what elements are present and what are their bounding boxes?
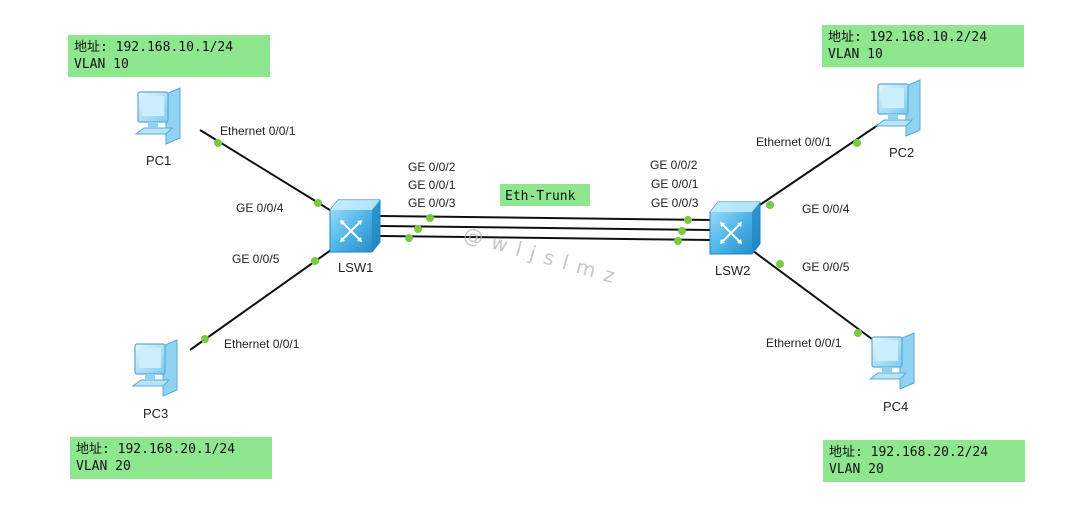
port-label-lsw2-ge1: GE 0/0/1 [651, 177, 699, 191]
vlan-text: VLAN 20 [76, 459, 131, 474]
port-label-lsw2-ge4: GE 0/0/4 [802, 202, 850, 216]
pc-icon[interactable] [875, 79, 921, 137]
pc3-label: PC3 [143, 406, 168, 421]
port-dot [311, 257, 319, 265]
port-dot [405, 234, 413, 242]
port-dot [854, 329, 862, 337]
port-dot [684, 216, 692, 224]
address-note-pc2: 地址: 192.168.10.2/24 VLAN 10 [822, 25, 1024, 67]
links [189, 124, 881, 351]
port-label-lsw1-ge4: GE 0/0/4 [236, 201, 284, 215]
port-dot [201, 335, 209, 343]
vlan-text: VLAN 10 [828, 47, 883, 62]
port-dot [766, 201, 774, 209]
address-text: 地址: 192.168.20.1/24 [76, 442, 236, 457]
switch-icon[interactable] [709, 201, 761, 255]
port-label-pc2-eth: Ethernet 0/0/1 [756, 135, 832, 149]
port-dot [214, 139, 222, 147]
watermark: @wljslmz [461, 222, 627, 291]
pc2-label: PC2 [889, 145, 914, 160]
address-note-pc4: 地址: 192.168.20.2/24 VLAN 20 [823, 440, 1025, 482]
address-note-pc3: 地址: 192.168.20.1/24 VLAN 20 [70, 437, 272, 479]
vlan-text: VLAN 20 [829, 462, 884, 477]
port-label-lsw1-ge3: GE 0/0/3 [408, 196, 456, 210]
trunk-label-bg [500, 184, 590, 206]
switch-icon[interactable] [329, 199, 381, 253]
pc1-label: PC1 [146, 153, 171, 168]
port-label-lsw2-ge2: GE 0/0/2 [650, 158, 698, 172]
trunk-link-2 [379, 225, 713, 231]
port-dot [678, 227, 686, 235]
trunk-link-3 [379, 235, 713, 241]
vlan-text: VLAN 10 [74, 57, 129, 72]
lsw1-label: LSW1 [338, 260, 373, 275]
port-dot [674, 237, 682, 245]
port-label-lsw1-ge1: GE 0/0/1 [408, 178, 456, 192]
address-text: 地址: 192.168.10.1/24 [74, 40, 234, 55]
address-note-pc1: 地址: 192.168.10.1/24 VLAN 10 [68, 35, 270, 77]
port-dot [776, 260, 784, 268]
address-text: 地址: 192.168.10.2/24 [828, 30, 988, 45]
trunk-link-1 [379, 215, 713, 221]
port-dot [414, 225, 422, 233]
port-dot [314, 199, 322, 207]
pc-icon[interactable] [135, 87, 181, 145]
port-dot [426, 214, 434, 222]
port-dots [201, 139, 862, 343]
port-label-lsw2-ge5: GE 0/0/5 [802, 260, 850, 274]
trunk-label: Eth-Trunk [505, 189, 576, 204]
pc-icon[interactable] [132, 339, 178, 397]
port-label-lsw2-ge3: GE 0/0/3 [651, 196, 699, 210]
address-text: 地址: 192.168.20.2/24 [829, 445, 989, 460]
port-label-pc3-eth: Ethernet 0/0/1 [224, 337, 300, 351]
lsw2-label: LSW2 [715, 263, 750, 278]
port-label-pc4-eth: Ethernet 0/0/1 [766, 336, 842, 350]
port-label-lsw1-ge5: GE 0/0/5 [232, 252, 280, 266]
pc-icon[interactable] [869, 332, 915, 390]
port-dot [853, 139, 861, 147]
port-label-lsw1-ge2: GE 0/0/2 [408, 160, 456, 174]
port-label-pc1-eth: Ethernet 0/0/1 [220, 124, 296, 138]
pc4-label: PC4 [883, 399, 908, 414]
link-pc4-lsw2 [744, 244, 881, 346]
